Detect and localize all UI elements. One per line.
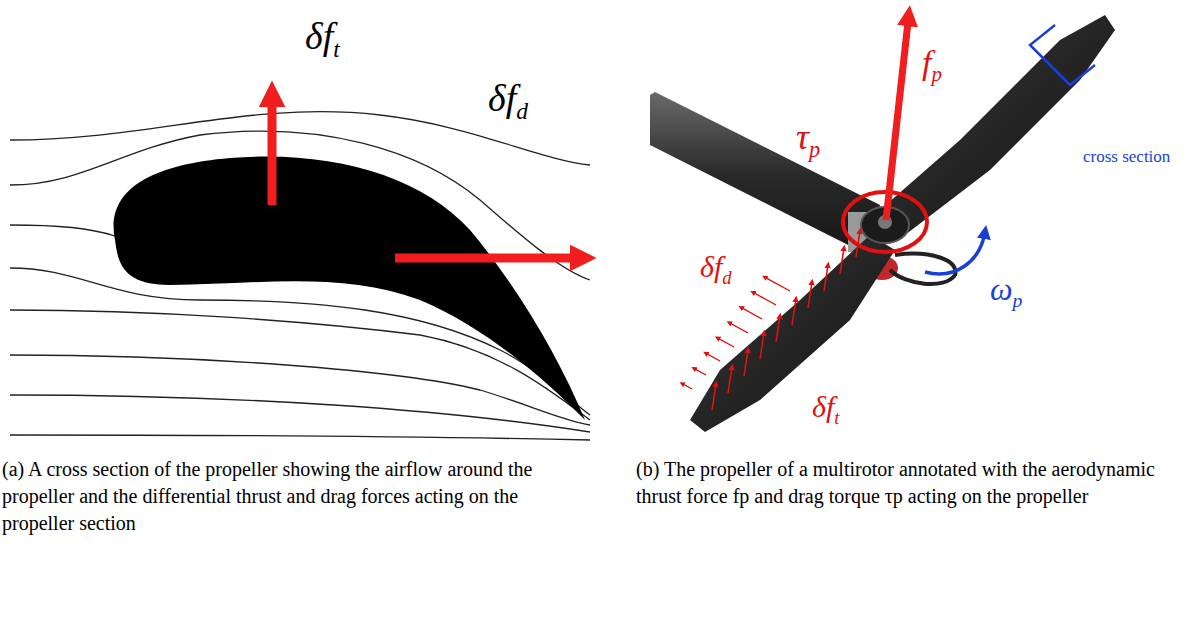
drag-label: δfd	[488, 78, 528, 120]
thrust-label: δft	[812, 390, 839, 423]
thrust-force-arrow	[886, 22, 908, 220]
drag-arrow-small	[741, 307, 762, 319]
cross-section-label: cross section	[1083, 148, 1170, 167]
thrust-label: δft	[305, 16, 340, 58]
thrust-arrow-small	[808, 282, 812, 308]
rotation-arrow	[925, 232, 985, 274]
torque-label: τp	[796, 118, 820, 158]
differential-force-arrows	[682, 231, 860, 410]
propeller-blade	[690, 235, 895, 432]
rotation-label: ωp	[990, 272, 1023, 307]
thrust-force-label: fp	[922, 44, 942, 81]
thrust-arrow-small	[856, 231, 860, 257]
thrust-arrow	[268, 102, 277, 205]
caption: (a) A cross section of the propeller sho…	[2, 456, 590, 537]
drag-arrow-small	[765, 277, 790, 291]
thrust-arrow-small	[776, 316, 780, 342]
thrust-arrow-small	[760, 333, 764, 359]
drag-arrow-small	[694, 368, 706, 375]
thrust-arrow-small	[840, 248, 844, 274]
thrust-arrow-small	[712, 384, 716, 410]
caption: (b) The propeller of a multirotor annota…	[636, 456, 1186, 510]
thrust-arrow-small	[744, 350, 748, 376]
thrust-arrow-small	[824, 265, 828, 291]
drag-arrow-small	[717, 338, 734, 347]
drag-label: δfd	[700, 250, 732, 283]
airfoil	[114, 157, 585, 420]
drag-arrow	[395, 254, 575, 263]
streamlines	[10, 112, 590, 440]
drag-arrow-small	[753, 292, 776, 305]
cross-section-marker	[1030, 25, 1095, 85]
thrust-arrow-small	[728, 367, 732, 393]
thrust-arrow-small	[792, 299, 796, 325]
drag-arrow-small	[729, 323, 748, 333]
drag-arrow-small	[682, 384, 692, 390]
drag-arrow-small	[706, 353, 720, 361]
wire-loop	[890, 254, 956, 284]
